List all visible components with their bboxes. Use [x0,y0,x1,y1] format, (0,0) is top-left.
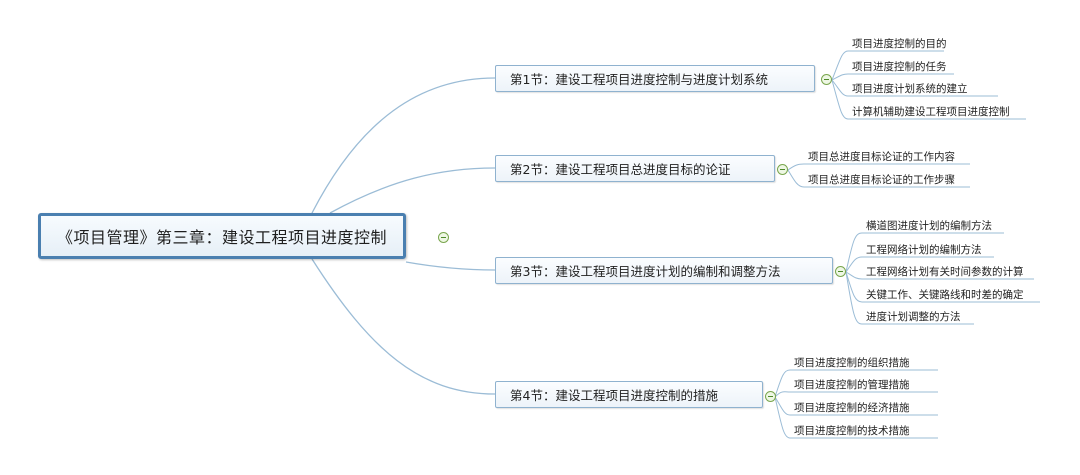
branch-topic-label: 第4节：建设工程项目进度控制的措施 [510,388,718,403]
link-central-branch-4 [311,258,496,395]
branch-topic-label: 第3节：建设工程项目进度计划的编制和调整方法 [510,264,781,279]
branch-topic-1[interactable]: 第1节：建设工程项目进度控制与进度计划系统 [495,65,815,92]
central-topic-label: 《项目管理》第三章：建设工程项目进度控制 [56,228,387,247]
subtopic-4-1[interactable]: 项目进度控制的组织措施 [794,357,910,369]
subtopic-3-1[interactable]: 横道图进度计划的编制方法 [866,220,992,232]
subtopic-3-3[interactable]: 工程网络计划有关时间参数的计算 [866,266,1024,278]
branch-topic-label: 第1节：建设工程项目进度控制与进度计划系统 [510,72,768,87]
subtopic-1-4[interactable]: 计算机辅助建设工程项目进度控制 [852,106,1010,118]
collapse-branch-1-icon[interactable] [821,74,832,85]
links-branch-2 [787,163,970,188]
subtopic-1-3[interactable]: 项目进度计划系统的建立 [852,83,968,95]
collapse-branch-2-icon[interactable] [777,164,788,175]
branch-topic-3[interactable]: 第3节：建设工程项目进度计划的编制和调整方法 [495,257,833,284]
subtopic-1-1[interactable]: 项目进度控制的目的 [852,38,947,50]
branch-topic-label: 第2节：建设工程项目总进度目标的论证 [510,162,731,177]
collapse-branch-4-icon[interactable] [765,391,776,402]
link-central-branch-2 [329,167,496,214]
subtopic-4-2[interactable]: 项目进度控制的管理措施 [794,379,910,391]
subtopic-3-5[interactable]: 进度计划调整的方法 [866,311,961,323]
links-branch-3 [845,232,1040,325]
collapse-branch-3-icon[interactable] [835,266,846,277]
link-central-branch-1 [311,77,496,214]
branch-topic-2[interactable]: 第2节：建设工程项目总进度目标的论证 [495,155,775,182]
links-branch-4 [774,369,938,439]
links-branch-1 [831,50,1026,120]
subtopic-3-2[interactable]: 工程网络计划的编制方法 [866,244,982,256]
branch-topic-4[interactable]: 第4节：建设工程项目进度控制的措施 [495,381,763,408]
link-central-branch-3 [405,261,496,271]
collapse-central-icon[interactable] [438,232,449,243]
central-topic[interactable]: 《项目管理》第三章：建设工程项目进度控制 [38,213,406,259]
subtopic-2-2[interactable]: 项目总进度目标论证的工作步骤 [808,174,955,186]
subtopic-2-1[interactable]: 项目总进度目标论证的工作内容 [808,151,955,163]
subtopic-4-3[interactable]: 项目进度控制的经济措施 [794,402,910,414]
subtopic-4-4[interactable]: 项目进度控制的技术措施 [794,425,910,437]
subtopic-3-4[interactable]: 关键工作、关键路线和时差的确定 [866,289,1024,301]
subtopic-1-2[interactable]: 项目进度控制的任务 [852,61,947,73]
